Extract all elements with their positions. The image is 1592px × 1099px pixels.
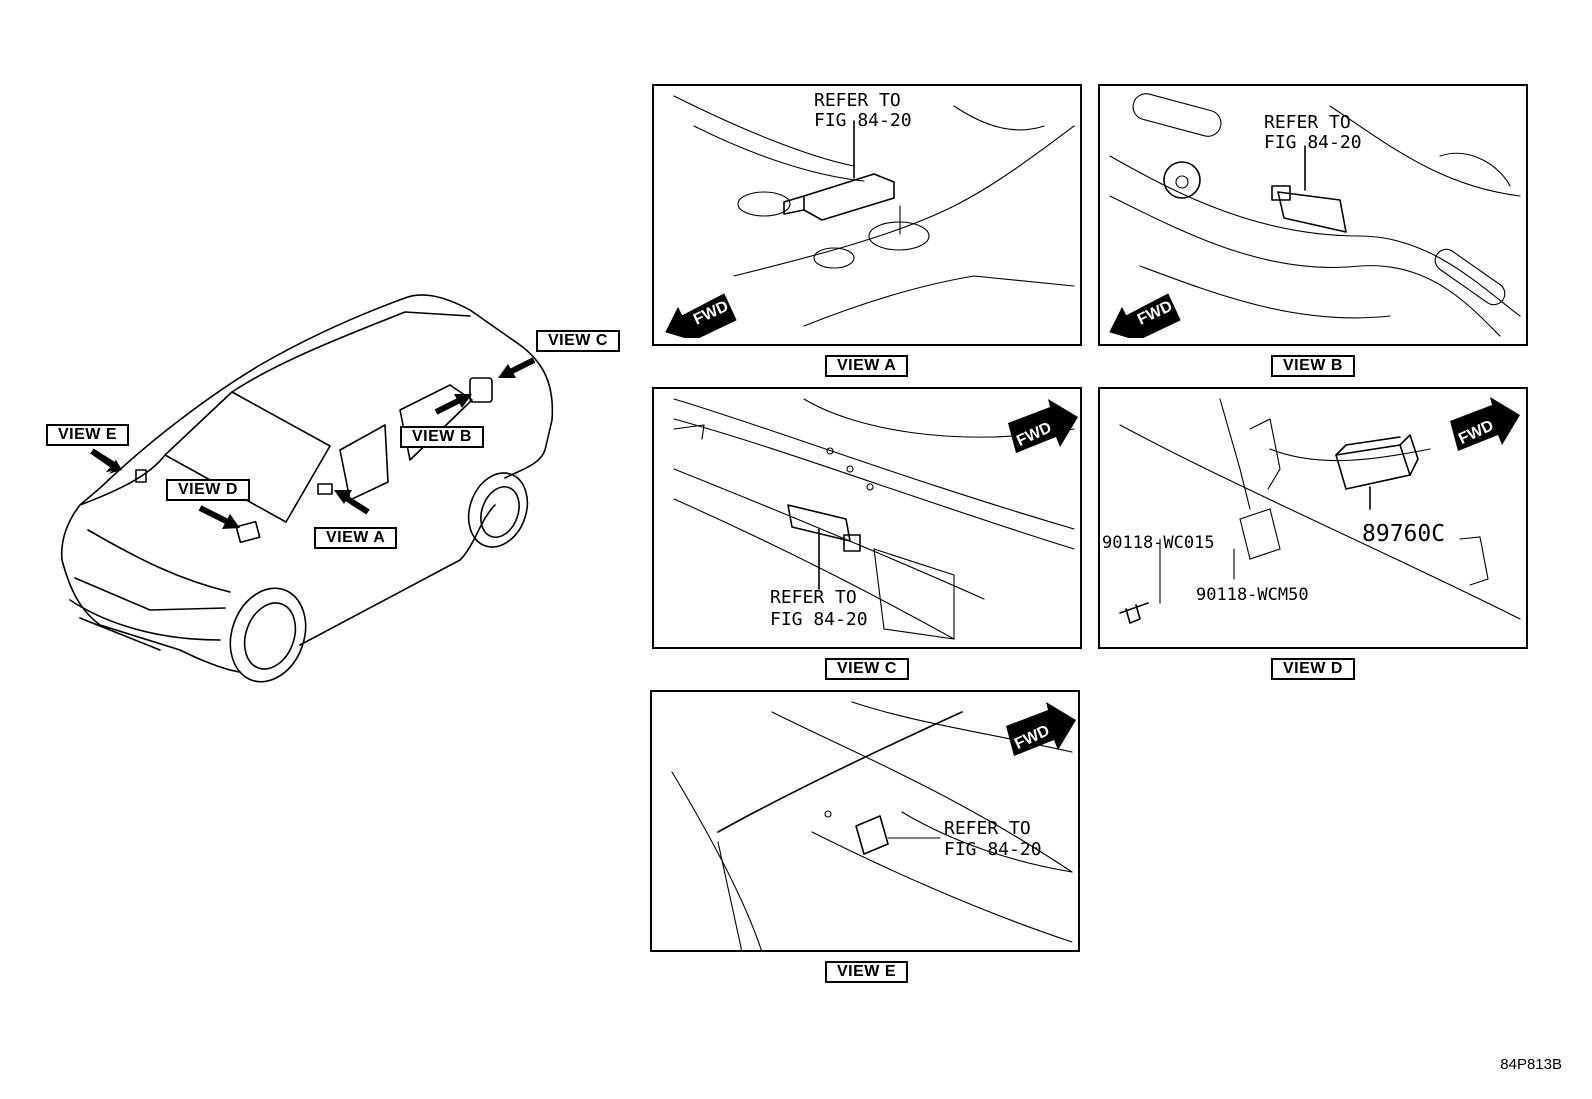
view-e-caption: VIEW E	[825, 961, 909, 983]
fwd-arrow-icon: FWD	[1109, 293, 1181, 338]
view-c-panel: REFER TO FIG 84-20 FWD	[652, 387, 1082, 649]
vehicle-overview	[60, 294, 554, 683]
view-d-part-bolt1: 90118-WC015	[1102, 533, 1215, 553]
overview-label-view-c: VIEW C	[536, 330, 620, 352]
overview-label-view-d: VIEW D	[166, 479, 250, 501]
view-e-note-line1: REFER TO	[944, 818, 1031, 839]
view-b-panel: REFER TO FIG 84-20 FWD	[1098, 84, 1528, 346]
view-b-note-line2: FIG 84-20	[1264, 132, 1362, 153]
view-e-panel: REFER TO FIG 84-20 FWD	[650, 690, 1080, 952]
view-c-caption: VIEW C	[825, 658, 909, 680]
view-d-panel: 89760C 90118-WC015 90118-WCM50 FWD	[1098, 387, 1528, 649]
view-d-part-89760c: 89760C	[1362, 521, 1446, 547]
view-b-caption: VIEW B	[1271, 355, 1355, 377]
view-a-note-line2: FIG 84-20	[814, 110, 912, 131]
view-a-note-line1: REFER TO	[814, 90, 901, 111]
view-d-part-bolt2: 90118-WCM50	[1196, 585, 1309, 605]
view-d-caption: VIEW D	[1271, 658, 1355, 680]
fwd-arrow-icon: FWD	[1006, 702, 1076, 756]
view-b-note-line1: REFER TO	[1264, 112, 1351, 133]
view-e-note-line2: FIG 84-20	[944, 839, 1042, 860]
view-c-note-line2: FIG 84-20	[770, 609, 868, 630]
overview-label-view-e: VIEW E	[46, 424, 130, 446]
view-c-note-line1: REFER TO	[770, 587, 857, 608]
figure-code: 84P813B	[1500, 1056, 1562, 1073]
view-a-panel: REFER TO FIG 84-20 FWD	[652, 84, 1082, 346]
overview-label-view-b: VIEW B	[400, 426, 484, 448]
view-a-caption: VIEW A	[825, 355, 909, 377]
fwd-arrow-icon: FWD	[1008, 399, 1078, 453]
fwd-arrow-icon: FWD	[665, 293, 737, 338]
overview-label-view-a: VIEW A	[314, 527, 398, 549]
fwd-arrow-icon: FWD	[1450, 397, 1520, 451]
